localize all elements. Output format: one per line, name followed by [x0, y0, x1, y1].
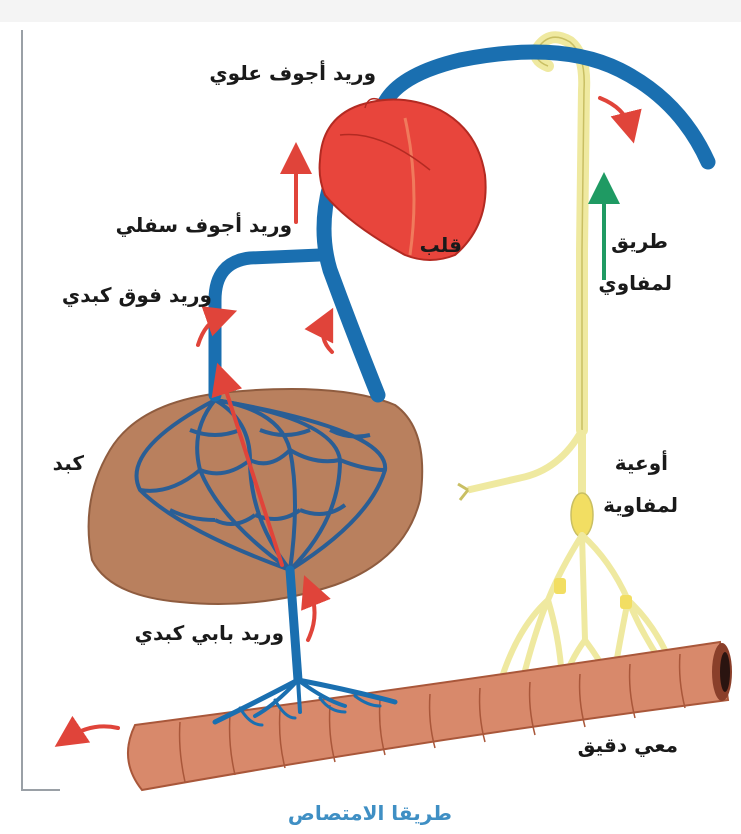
label-lymph-path-line2: لمفاوي — [598, 271, 672, 296]
label-lymph-vessels-line2: لمفاوية — [603, 493, 678, 517]
label-small-intestine: معي دقيق — [578, 733, 678, 758]
hepatic-vein — [215, 255, 320, 395]
arrow-ivc-curve — [323, 322, 332, 352]
label-inferior-vena-cava: وريد أجوف سفلي — [116, 211, 292, 238]
thoracic-duct — [536, 37, 584, 430]
arrow-portal-up — [308, 590, 315, 640]
diagram-title: طريقا الامتصاص — [288, 801, 452, 825]
label-portal-vein: وريد بابي كبدي — [135, 621, 284, 646]
arrow-intestine — [68, 726, 118, 738]
top-band — [0, 0, 741, 22]
label-superior-vena-cava: وريد أجوف علوي — [209, 59, 376, 86]
lymphatic-path — [458, 37, 665, 690]
label-lymph-vessels-line1: أوعية — [615, 449, 668, 475]
label-heart: قلب — [420, 233, 462, 257]
label-liver: كبد — [53, 451, 85, 475]
small-intestine — [128, 642, 732, 790]
frame-border — [22, 30, 60, 790]
arrow-svc — [600, 98, 630, 128]
lymph-branch-left — [468, 430, 582, 490]
label-lymph-path-line1: طريق — [611, 229, 668, 253]
label-hepatic-vein: وريد فوق كبدي — [62, 283, 212, 308]
lymph-node — [571, 493, 593, 537]
